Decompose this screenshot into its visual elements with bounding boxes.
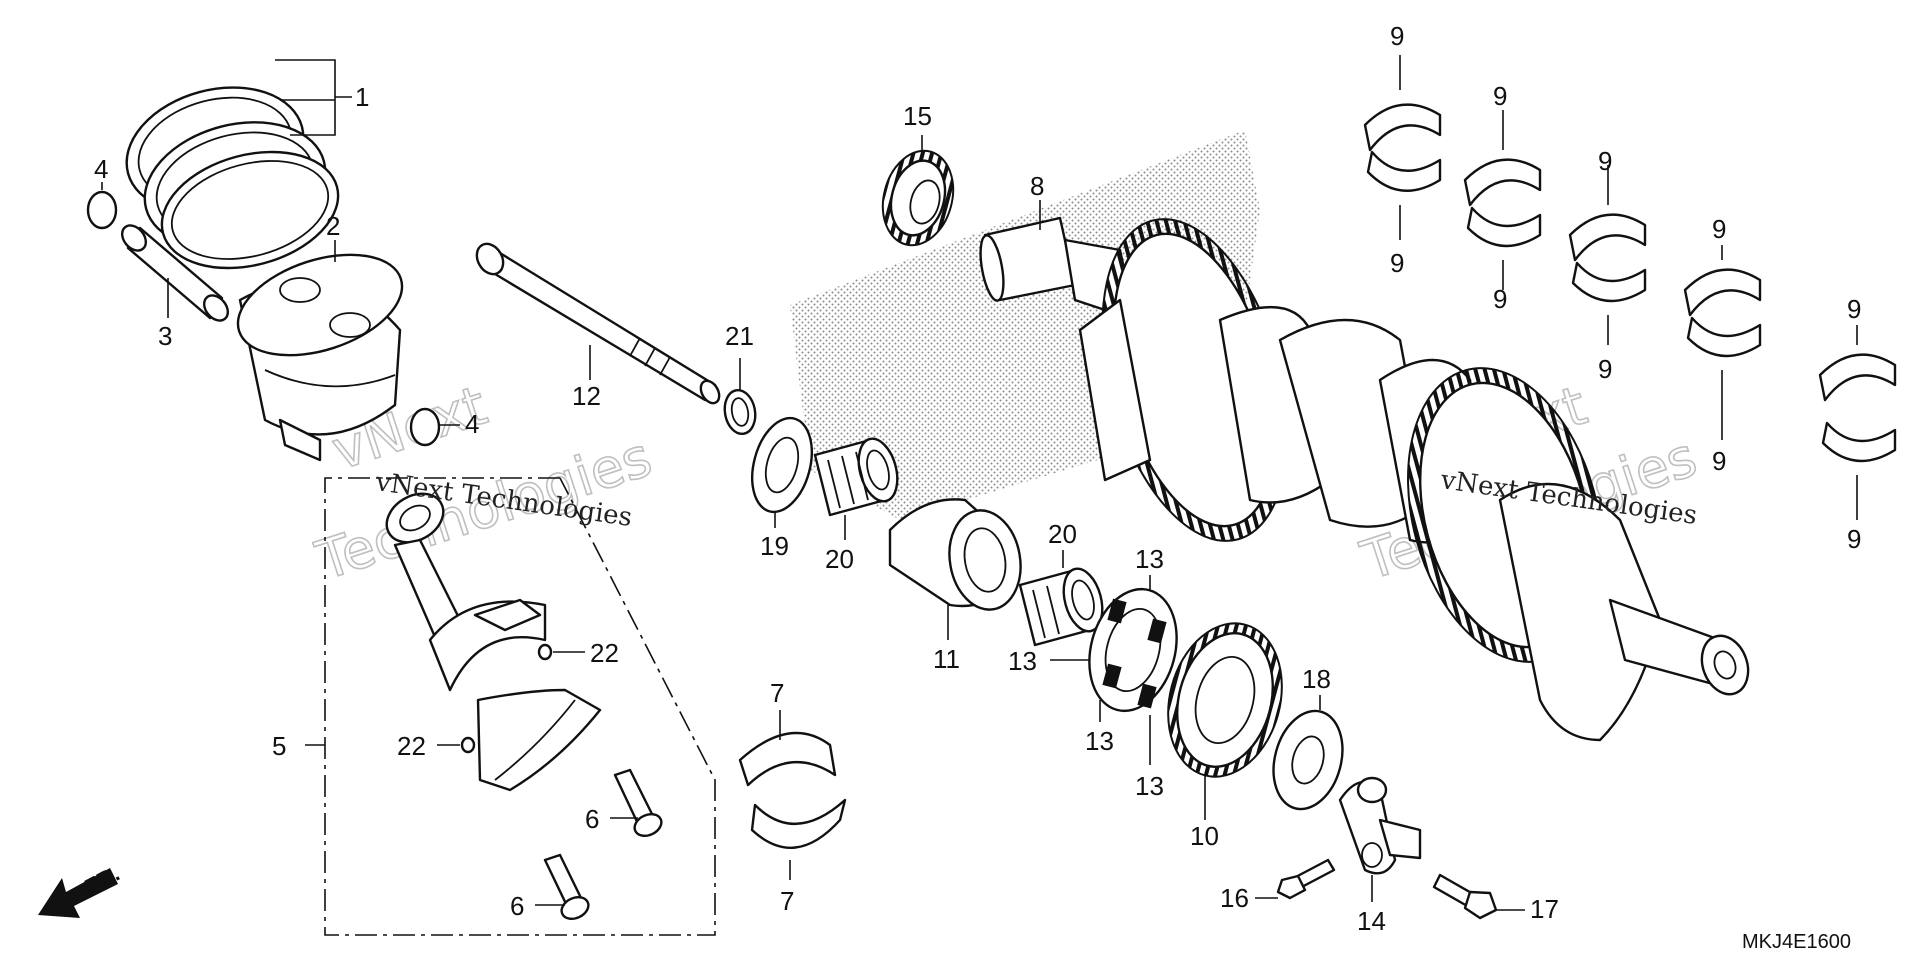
leaders-9 <box>1399 55 1858 520</box>
piston-rings <box>125 86 340 270</box>
o-ring-21 <box>723 388 757 436</box>
callout-13-top: 13 <box>1135 544 1164 574</box>
callout-9-h: 9 <box>1712 446 1726 476</box>
needle-bearing-20-left <box>813 437 899 517</box>
callout-22-top: 22 <box>590 638 619 668</box>
callout-5: 5 <box>272 731 286 761</box>
nut-22-bottom <box>460 736 476 754</box>
circlip-bottom <box>409 407 441 447</box>
washer-18 <box>1272 709 1344 811</box>
callout-7-top: 7 <box>770 678 784 708</box>
callouts: 1 2 3 4 4 5 6 6 7 7 8 9 9 9 9 9 9 9 9 9 … <box>94 21 1861 936</box>
connecting-rod <box>385 492 602 792</box>
callout-9-g: 9 <box>1712 214 1726 244</box>
callout-6-right: 6 <box>585 804 599 834</box>
rod-bolt-left <box>543 853 590 921</box>
callout-1: 1 <box>355 82 369 112</box>
roller-cage-13 <box>1088 587 1178 713</box>
callout-9-f: 9 <box>1598 354 1612 384</box>
callout-3: 3 <box>158 321 172 351</box>
callout-9-b: 9 <box>1390 248 1404 278</box>
callout-21: 21 <box>725 321 754 351</box>
sprocket-15 <box>881 149 955 247</box>
callout-11: 11 <box>933 644 960 674</box>
callout-9-d: 9 <box>1493 284 1507 314</box>
connecting-rod-group-box <box>324 477 716 936</box>
piston <box>236 253 404 462</box>
callout-9-i: 9 <box>1847 294 1861 324</box>
callout-20-left: 20 <box>825 544 854 574</box>
callout-20-right: 20 <box>1048 519 1077 549</box>
thrust-washer-19 <box>751 416 813 514</box>
callout-8: 8 <box>1030 171 1044 201</box>
bracket-14 <box>1338 776 1422 875</box>
crankshaft-8 <box>979 216 1750 742</box>
callout-14: 14 <box>1357 906 1386 936</box>
callout-10: 10 <box>1190 821 1219 851</box>
callout-4-bottom: 4 <box>465 409 479 439</box>
callout-9-c: 9 <box>1493 81 1507 111</box>
balancer-shaft <box>475 242 721 405</box>
bolt-16 <box>1276 858 1336 900</box>
callout-16: 16 <box>1220 883 1249 913</box>
bearing-shell-7 <box>738 731 847 849</box>
callout-17: 17 <box>1530 894 1559 924</box>
callout-19: 19 <box>760 531 789 561</box>
callout-9-j: 9 <box>1847 524 1861 554</box>
nut-22-top <box>537 643 553 661</box>
callout-13-left: 13 <box>1008 646 1037 676</box>
piston-pin <box>120 224 230 322</box>
bolt-17 <box>1432 873 1498 920</box>
callout-13-bottom: 13 <box>1135 771 1164 801</box>
drawing-code: MKJ4E1600 <box>1742 931 1851 953</box>
bearing-shells-9 <box>1363 103 1897 463</box>
needle-bearing-20-right <box>1018 567 1104 647</box>
rod-bolt-right <box>613 768 663 838</box>
callout-9-a: 9 <box>1390 21 1404 51</box>
callout-2: 2 <box>326 211 340 241</box>
circlip-top <box>86 190 118 230</box>
front-direction-arrow-icon <box>38 868 118 918</box>
callout-7-bottom: 7 <box>780 886 794 916</box>
callout-9-e: 9 <box>1598 146 1612 176</box>
callout-15: 15 <box>903 101 932 131</box>
callout-12: 12 <box>572 381 601 411</box>
sleeve-11 <box>888 498 1022 611</box>
callout-18: 18 <box>1302 664 1331 694</box>
callout-13-mid: 13 <box>1085 726 1114 756</box>
callout-6-left: 6 <box>510 891 524 921</box>
callout-4-top: 4 <box>94 154 108 184</box>
callout-22-bottom: 22 <box>397 731 426 761</box>
